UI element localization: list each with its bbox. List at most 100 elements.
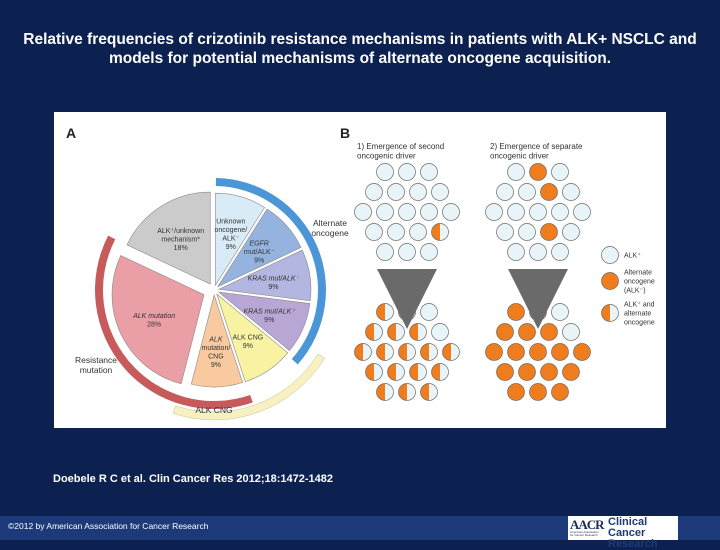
- pie-slice-shape: [215, 192, 266, 287]
- cell-circle: [496, 183, 514, 201]
- cell-circle: [420, 243, 438, 261]
- legend-label: (ALK⁻): [624, 288, 646, 295]
- legend-label: Alternate: [624, 270, 652, 277]
- cell: [420, 343, 438, 361]
- cell-circle: [562, 183, 580, 201]
- cell: [420, 203, 438, 221]
- cell-half-fill: [387, 363, 396, 381]
- cell-circle: [518, 223, 536, 241]
- cell: [562, 323, 580, 341]
- cell-half-fill: [601, 304, 610, 322]
- cell-half-fill: [431, 223, 440, 241]
- cell: [540, 323, 558, 341]
- model-2-initial-cluster: [485, 163, 591, 261]
- cell: [365, 223, 383, 241]
- cell-outline: [431, 363, 449, 381]
- cell-outline: [442, 343, 460, 361]
- cell: [496, 363, 514, 381]
- cell-circle: [540, 183, 558, 201]
- cell: [420, 243, 438, 261]
- pie-slice-label: mechanism*: [161, 236, 200, 243]
- cell: [398, 203, 416, 221]
- cell-circle: [551, 203, 569, 221]
- cell: [376, 303, 394, 321]
- cell-circle: [551, 303, 569, 321]
- cell-circle: [551, 243, 569, 261]
- cell-circle: [431, 323, 449, 341]
- cell-circle: [518, 363, 536, 381]
- pie-slice-value: 9%: [268, 284, 278, 291]
- cell-circle: [496, 363, 514, 381]
- pie-slice-label: Unknown: [216, 218, 245, 225]
- cell: [431, 223, 449, 241]
- cell: [518, 363, 536, 381]
- legend-label: oncogene: [624, 279, 655, 286]
- pie-chart: [111, 191, 312, 388]
- cell-circle: [409, 183, 427, 201]
- cell-circle: [507, 163, 525, 181]
- cell-half-fill: [420, 343, 429, 361]
- slide-title: Relative frequencies of crizotinib resis…: [20, 30, 700, 68]
- model-1-resistant-cluster: [354, 303, 460, 401]
- cell: [485, 343, 503, 361]
- model-1-title-line-1: 1) Emergence of second: [357, 142, 444, 151]
- cell-half-fill: [398, 383, 407, 401]
- cell: [529, 343, 547, 361]
- cell-half-fill: [431, 363, 440, 381]
- cell: [431, 363, 449, 381]
- cell-circle: [376, 163, 394, 181]
- cell: [562, 223, 580, 241]
- pie-slice-shape: [216, 208, 302, 288]
- cell: [529, 243, 547, 261]
- cell-circle: [529, 243, 547, 261]
- cell: [420, 303, 438, 321]
- pie-slice-value: 9%: [211, 362, 221, 369]
- cell-half-fill: [376, 303, 385, 321]
- group-arc-alk-cng: [172, 353, 326, 421]
- cell: [496, 223, 514, 241]
- cell: [551, 243, 569, 261]
- cell: [496, 183, 514, 201]
- model-2-resistant-cluster: [485, 303, 591, 401]
- cell-circle: [507, 203, 525, 221]
- cell-circle: [507, 343, 525, 361]
- cell-circle: [562, 223, 580, 241]
- legend-item-1: ALK⁺: [601, 246, 641, 264]
- cell-circle: [529, 303, 547, 321]
- pie-slice-shape: [217, 291, 311, 352]
- cell-outline: [601, 304, 619, 322]
- pie-slice-label: ALK CNG: [232, 335, 263, 342]
- cell-circle: [398, 203, 416, 221]
- cell: [562, 183, 580, 201]
- cell-circle: [354, 203, 372, 221]
- cell: [485, 203, 503, 221]
- pie-slice-8: [126, 191, 211, 285]
- pie-slice-label: ALK: [208, 336, 223, 343]
- cell: [420, 163, 438, 181]
- pie-slice-label: mut/ALK⁻: [244, 249, 275, 256]
- pie-slice-3: [217, 249, 312, 302]
- cell-circle: [365, 223, 383, 241]
- cell: [398, 163, 416, 181]
- cell-circle: [529, 343, 547, 361]
- cell-circle: [601, 246, 619, 264]
- pie-slice-5: [216, 293, 289, 383]
- copyright-text: ©2012 by American Association for Cancer…: [8, 521, 209, 531]
- pie-slice-6: [190, 293, 243, 388]
- cell: [601, 272, 619, 290]
- legend-item-2: Alternate oncogene (ALK⁻): [601, 270, 655, 295]
- cell-outline: [365, 363, 383, 381]
- cell-circle: [420, 303, 438, 321]
- cell-circle: [442, 203, 460, 221]
- cell-circle: [518, 183, 536, 201]
- journal-name: Clinical Cancer Research: [608, 517, 678, 550]
- cell-circle: [529, 383, 547, 401]
- figure-svg: A B Unknownoncogene/ALK⁻9%EGFRmut/ALK⁻9%…: [66, 125, 655, 421]
- cell: [376, 343, 394, 361]
- cell-outline: [409, 363, 427, 381]
- cell-models: [354, 163, 591, 401]
- cell-circle: [540, 323, 558, 341]
- pie-slice-label: oncogene/: [214, 227, 247, 234]
- pie-slice-2: [216, 208, 302, 288]
